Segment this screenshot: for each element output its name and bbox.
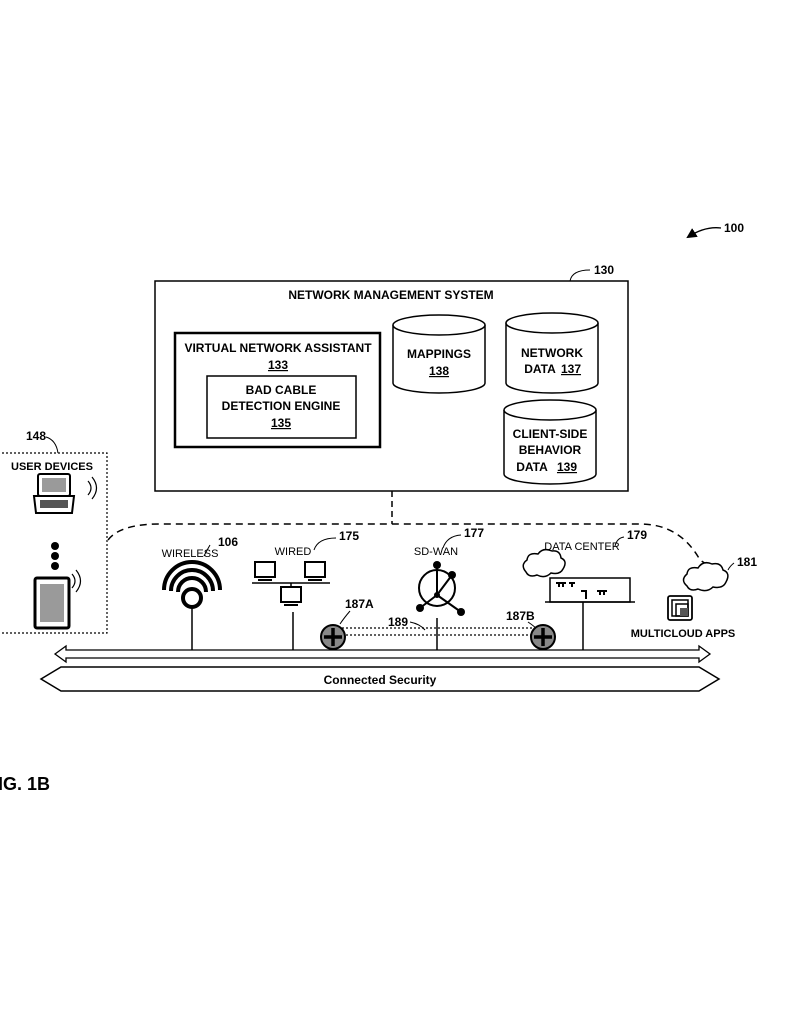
- mappings-database: MAPPINGS 138: [392, 314, 486, 394]
- wireless-node: WIRELESS 106: [162, 535, 238, 650]
- vna-label: VIRTUAL NETWORK ASSISTANT: [184, 341, 372, 355]
- engine-line1: BAD CABLE: [246, 383, 317, 397]
- nms-title: NETWORK MANAGEMENT SYSTEM: [288, 288, 493, 302]
- network-backbone: [53, 644, 712, 664]
- network-data-line2: DATA: [524, 362, 556, 376]
- multicloud-ref: 181: [737, 555, 757, 569]
- vna-box: [173, 331, 382, 449]
- client-side-line3: DATA: [516, 460, 548, 474]
- connected-security-label: Connected Security: [324, 673, 437, 687]
- datacenter-node: DATA CENTER 179: [522, 528, 647, 650]
- datacenter-building-icon: [545, 577, 635, 603]
- user-devices-ref: 148: [26, 429, 46, 443]
- figure-ref-100: 100: [686, 221, 744, 239]
- sdwan-ref: 177: [464, 526, 484, 540]
- client-side-line1: CLIENT-SIDE: [513, 427, 588, 441]
- datacenter-label: DATA CENTER: [544, 541, 619, 553]
- wireless-label: WIRELESS: [162, 548, 219, 560]
- datacenter-ref: 179: [627, 528, 647, 542]
- figure-ref-label: 100: [724, 221, 744, 235]
- datacenter-cloud-icon: [522, 548, 566, 578]
- wired-node: WIRED 175: [252, 529, 359, 650]
- router-a-ref: 187A: [345, 597, 374, 611]
- wireless-ref: 106: [218, 535, 238, 549]
- mappings-label: MAPPINGS: [407, 347, 471, 361]
- router-tunnel: 189 187A 187B: [320, 597, 556, 650]
- engine-line2: DETECTION ENGINE: [222, 399, 341, 413]
- multicloud-label: MULTICLOUD APPS: [631, 628, 736, 640]
- network-data-ref: 137: [561, 362, 581, 376]
- client-side-ref: 139: [557, 460, 577, 474]
- wired-network-icon: [252, 561, 330, 606]
- router-b-icon: [530, 624, 556, 650]
- user-devices-group: 148 USER DEVICES: [0, 429, 108, 634]
- wired-label: WIRED: [275, 546, 312, 558]
- more-devices-dot-2: [51, 552, 59, 560]
- multicloud-cloud-icon: [682, 561, 729, 592]
- engine-ref: 135: [271, 416, 291, 430]
- laptop-wifi-icon: [87, 476, 98, 500]
- connected-security-bar: Connected Security: [39, 666, 721, 692]
- wired-ref: 175: [339, 529, 359, 543]
- tablet-icon: [33, 569, 82, 630]
- network-data-database: NETWORK DATA 137: [505, 312, 599, 394]
- mappings-ref: 138: [429, 364, 449, 378]
- nms-ref: 130: [594, 263, 614, 277]
- sdwan-label: SD-WAN: [414, 546, 458, 558]
- more-devices-dot-3: [51, 562, 59, 570]
- multicloud-node: 181 MULTICLOUD APPS: [631, 555, 758, 640]
- router-a-icon: [320, 624, 346, 650]
- user-devices-label: USER DEVICES: [11, 461, 93, 473]
- engine-box: [206, 375, 357, 439]
- network-data-line1: NETWORK: [521, 346, 583, 360]
- sdwan-node: SD-WAN 177: [414, 526, 484, 650]
- nms-ref-leader: [569, 269, 591, 282]
- sdwan-icon: [416, 561, 465, 616]
- tablet-wifi-icon: [71, 569, 82, 593]
- wireless-ap-icon: [162, 560, 222, 609]
- network-enclosure: [107, 523, 713, 569]
- laptop-icon: [32, 473, 98, 514]
- multicloud-app-icon: [667, 595, 693, 621]
- figure-caption: IG. 1B: [0, 774, 50, 794]
- figure-ref-arrow: [686, 227, 722, 239]
- router-b-ref: 187B: [506, 609, 535, 623]
- user-devices-ref-leader: [45, 436, 59, 454]
- network-management-system: 130 NETWORK MANAGEMENT SYSTEM VIRTUAL NE…: [154, 263, 629, 492]
- tunnel-ref: 189: [388, 615, 408, 629]
- more-devices-dot-1: [51, 542, 59, 550]
- client-side-behavior-database: CLIENT-SIDE BEHAVIOR DATA 139: [503, 399, 597, 485]
- vna-ref: 133: [268, 358, 288, 372]
- client-side-line2: BEHAVIOR: [519, 443, 582, 457]
